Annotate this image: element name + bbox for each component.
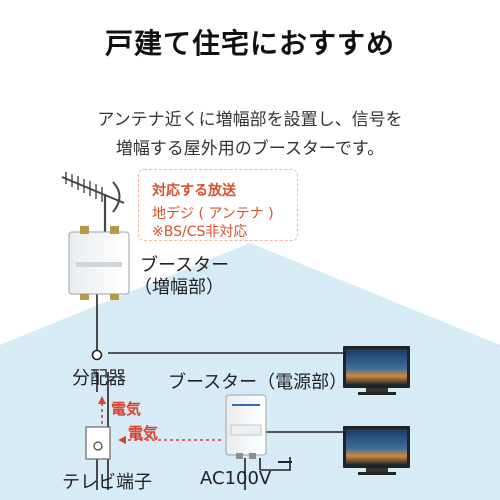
description-line-2: 増幅する屋外用のブースターです。	[115, 139, 385, 159]
booster-amplifier-device	[68, 226, 130, 300]
booster-amplifier-label: ブースター	[140, 255, 230, 276]
description: アンテナ近くに増幅部を設置し、信号を 増幅する屋外用のブースターです。	[0, 106, 500, 164]
page-title: 戸建て住宅におすすめ	[104, 27, 395, 60]
signal-label-upper: 電気	[111, 400, 142, 418]
tv-outlet-label: テレビ端子	[62, 472, 152, 493]
splitter-label: 分配器	[72, 368, 126, 389]
power-unit-label: ブースター（電源部）	[168, 372, 348, 393]
supported-broadcast-terrestrial: 地デジ ( アンテナ )	[152, 206, 274, 222]
splitter-node	[91, 349, 103, 361]
signal-arrows	[98, 396, 222, 444]
signal-label-lower: 電気	[128, 424, 159, 442]
tv-outlet-device	[85, 426, 111, 460]
tv-top	[343, 346, 410, 395]
supported-broadcast-box	[138, 169, 298, 241]
supported-broadcast-note: ※BS/CS非対応	[152, 224, 248, 240]
description-line-1: アンテナ近くに増幅部を設置し、信号を	[97, 110, 403, 130]
booster-power-unit-device	[225, 394, 267, 459]
supported-broadcast-heading: 対応する放送	[152, 183, 236, 199]
antenna-icon	[61, 172, 125, 232]
booster-amplifier-sublabel: （増幅部）	[134, 277, 224, 298]
tv-bottom	[343, 426, 410, 475]
ac-power-label: AC100V	[200, 468, 272, 489]
